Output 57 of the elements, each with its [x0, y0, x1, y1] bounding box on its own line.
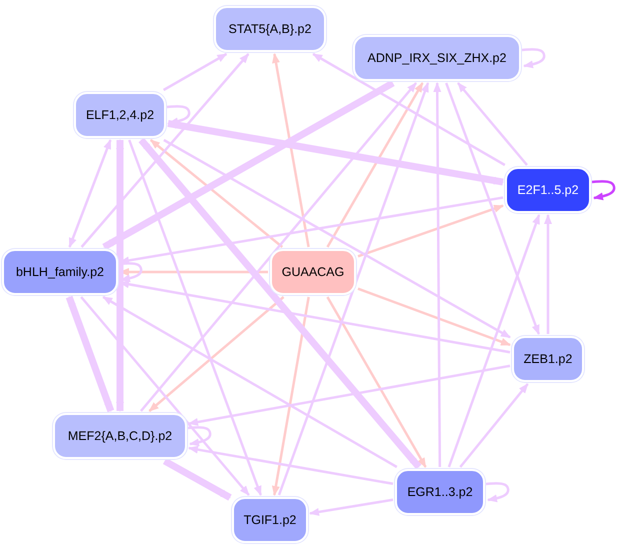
motif-box [353, 35, 521, 81]
motif-box [270, 249, 356, 295]
motif-box [232, 497, 308, 543]
arrow [448, 214, 540, 468]
arrow [80, 53, 250, 248]
arrow [312, 52, 506, 166]
motif-box [214, 6, 326, 52]
arrow [128, 140, 262, 496]
arrow [162, 458, 232, 501]
arrow [486, 482, 510, 502]
node-label: MEF2{A,B,C,D}.p2 [68, 429, 172, 443]
arrow [358, 204, 504, 258]
arrow [80, 296, 250, 496]
node-label: TGIF1.p2 [244, 513, 296, 527]
arrow [326, 82, 424, 248]
node-label: STAT5{A,B}.p2 [228, 22, 312, 36]
arrow [140, 82, 417, 412]
arrow [272, 296, 310, 496]
motif-box [2, 249, 118, 295]
arrow [148, 296, 284, 412]
motif-box [53, 413, 187, 459]
arrow [358, 287, 511, 346]
arrow [592, 180, 616, 200]
node-label: GUAACAG [282, 265, 344, 279]
arrow [433, 82, 442, 467]
arrow [162, 52, 228, 92]
arrow [150, 139, 284, 248]
arrow [68, 139, 112, 248]
arrow [272, 53, 310, 248]
arrow [278, 82, 430, 496]
arrow [188, 446, 394, 485]
arrow [138, 138, 422, 470]
arrow [326, 296, 427, 468]
arrow [522, 48, 546, 68]
motif-box [505, 167, 591, 213]
arrow [102, 296, 398, 468]
arrow [102, 80, 395, 250]
arrow [116, 139, 124, 412]
arrow [188, 426, 212, 446]
arrow [188, 364, 510, 426]
motif-box [512, 336, 584, 382]
node-label: ELF1,2,4.p2 [86, 108, 154, 122]
node-label: ZEB1.p2 [524, 352, 572, 366]
arrow [459, 383, 529, 468]
node-label: E2F1..5.p2 [517, 183, 579, 197]
arrow [544, 214, 552, 334]
arrow [167, 120, 504, 186]
arrow [445, 82, 540, 335]
node-label: bHLH_family.p2 [16, 265, 104, 279]
motif-box [395, 469, 485, 515]
node-label: EGR1..3.p2 [407, 485, 473, 499]
arrow [163, 138, 511, 338]
motif-box [74, 92, 166, 138]
arrow [457, 82, 528, 166]
arrow [309, 498, 394, 516]
node-label: ADNP_IRX_SIX_ZHX.p2 [368, 51, 506, 65]
arrow [66, 296, 114, 412]
